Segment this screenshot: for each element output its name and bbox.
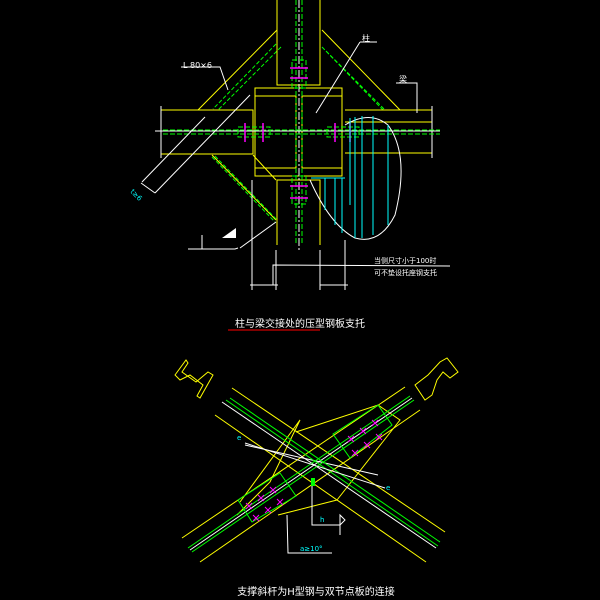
h-section-right [414,357,459,401]
beam-ends [155,0,440,250]
deck-support-hatch [309,116,402,240]
brace-centerlines [211,43,386,223]
angle-label-bottom: a≥10° [300,545,323,553]
dimension-lines [244,442,386,554]
thickness-label: t≥6 [129,188,144,203]
top-detail-title: 柱与梁交接处的压型钢板支托 [235,317,365,330]
column-label: 柱 [362,33,370,43]
bottom-detail [174,357,459,563]
beam-label: 梁 [399,75,407,84]
angle-label: L 80×6 [183,61,212,70]
dim-label-right: e [386,484,390,492]
note-line-2: 可不垫设托座钢支托 [374,268,437,277]
gusset-plates [187,395,441,553]
h-section-left [174,359,214,399]
weld-symbol-icon [222,228,236,238]
bolt-marks [245,419,383,522]
bolt-lines [163,0,440,245]
dim-label-left: e [237,434,241,442]
top-detail [140,0,451,290]
weld-marker-icon [311,478,315,486]
weld-label: h [320,516,324,524]
leaders [140,41,451,290]
bottom-detail-title: 支撑斜杆为H型钢与双节点板的连接 [237,585,395,598]
note-line-1: 当侧尺寸小于100时 [374,256,436,265]
brace-members [181,386,446,563]
